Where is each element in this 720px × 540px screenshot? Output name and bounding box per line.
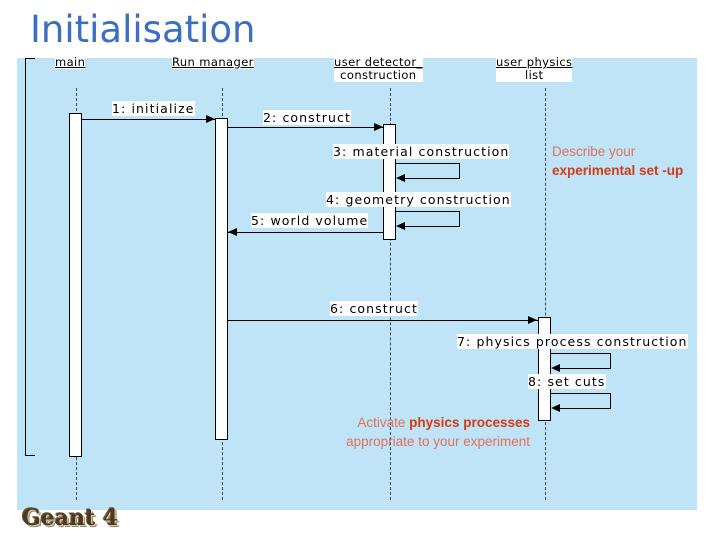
message-arrowhead-7	[551, 364, 560, 372]
annotation-physics-note-bold: physics processes	[409, 415, 530, 430]
annotation-physics-note-plain-1: Activate	[357, 415, 410, 430]
message-arrowhead-3	[396, 174, 405, 182]
lifeline-header-detector-label-2: construction	[334, 69, 423, 82]
annotation-physics-note-plain-2: appropriate to your experiment	[346, 434, 530, 449]
lifeline-header-detector-label-1: user detector_	[334, 55, 423, 69]
message-arrowhead-8	[551, 404, 560, 412]
message-label-4: 4: geometry construction	[326, 192, 511, 207]
lifeline-header-runmgr: Run manager	[172, 56, 254, 69]
activation-bar-runmgr	[215, 118, 228, 440]
message-arrowhead-5	[228, 228, 237, 236]
activation-bar-physics	[538, 317, 551, 421]
lifeline-header-detector: user detector_ construction	[334, 56, 423, 82]
message-label-2: 2: construct	[263, 110, 352, 125]
message-label-5: 5: world volume	[251, 213, 369, 228]
message-line-3-side	[459, 163, 460, 178]
message-line-4-side	[459, 211, 460, 226]
message-line-6	[228, 320, 538, 321]
message-arrowhead-2	[374, 123, 383, 131]
lifeline-header-main-label: main	[55, 55, 86, 69]
lifeline-detector	[390, 88, 391, 500]
lifeline-header-main: main	[55, 55, 86, 69]
diagram-border-bracket	[25, 58, 35, 456]
message-arrowhead-4	[396, 222, 405, 230]
annotation-detector-note-bold: experimental set -up	[552, 163, 684, 178]
message-line-5	[228, 232, 383, 233]
lifeline-header-physics-label-1: user physics	[496, 55, 573, 69]
annotation-detector-note-plain: Describe your	[552, 144, 636, 159]
lifeline-physics	[545, 88, 546, 500]
message-line-2	[228, 127, 383, 128]
message-line-4-top	[396, 211, 460, 212]
message-label-3: 3: material construction	[333, 144, 510, 159]
activation-bar-main	[69, 113, 82, 457]
message-line-8-bottom	[559, 408, 611, 409]
message-line-7-side	[610, 353, 611, 368]
activation-bar-detector	[383, 124, 396, 240]
message-line-7-bottom	[559, 368, 611, 369]
message-label-7: 7: physics process construction	[457, 334, 688, 349]
geant4-logo: Geant 4	[22, 505, 119, 531]
message-arrowhead-1	[206, 115, 215, 123]
lifeline-header-physics-label-2: list	[496, 69, 573, 82]
message-label-1: 1: initialize	[112, 101, 195, 116]
message-line-8-side	[610, 393, 611, 408]
message-line-7-top	[551, 353, 611, 354]
diagram-panel	[17, 58, 697, 510]
message-label-6: 6: construct	[330, 301, 419, 316]
annotation-physics-note: Activate physics processes appropriate t…	[330, 413, 530, 451]
message-label-8: 8: set cuts	[528, 374, 606, 389]
message-line-4-bottom	[404, 226, 460, 227]
message-line-3-bottom	[404, 178, 460, 179]
message-line-8-top	[551, 393, 611, 394]
annotation-detector-note: Describe your experimental set -up	[552, 142, 697, 180]
message-line-3-top	[396, 163, 460, 164]
message-arrowhead-6	[528, 316, 537, 324]
page-title: Initialisation	[30, 8, 256, 51]
message-line-1	[82, 119, 215, 120]
lifeline-header-runmgr-label: Run manager	[172, 55, 254, 69]
lifeline-header-physics: user physics list	[496, 55, 573, 82]
